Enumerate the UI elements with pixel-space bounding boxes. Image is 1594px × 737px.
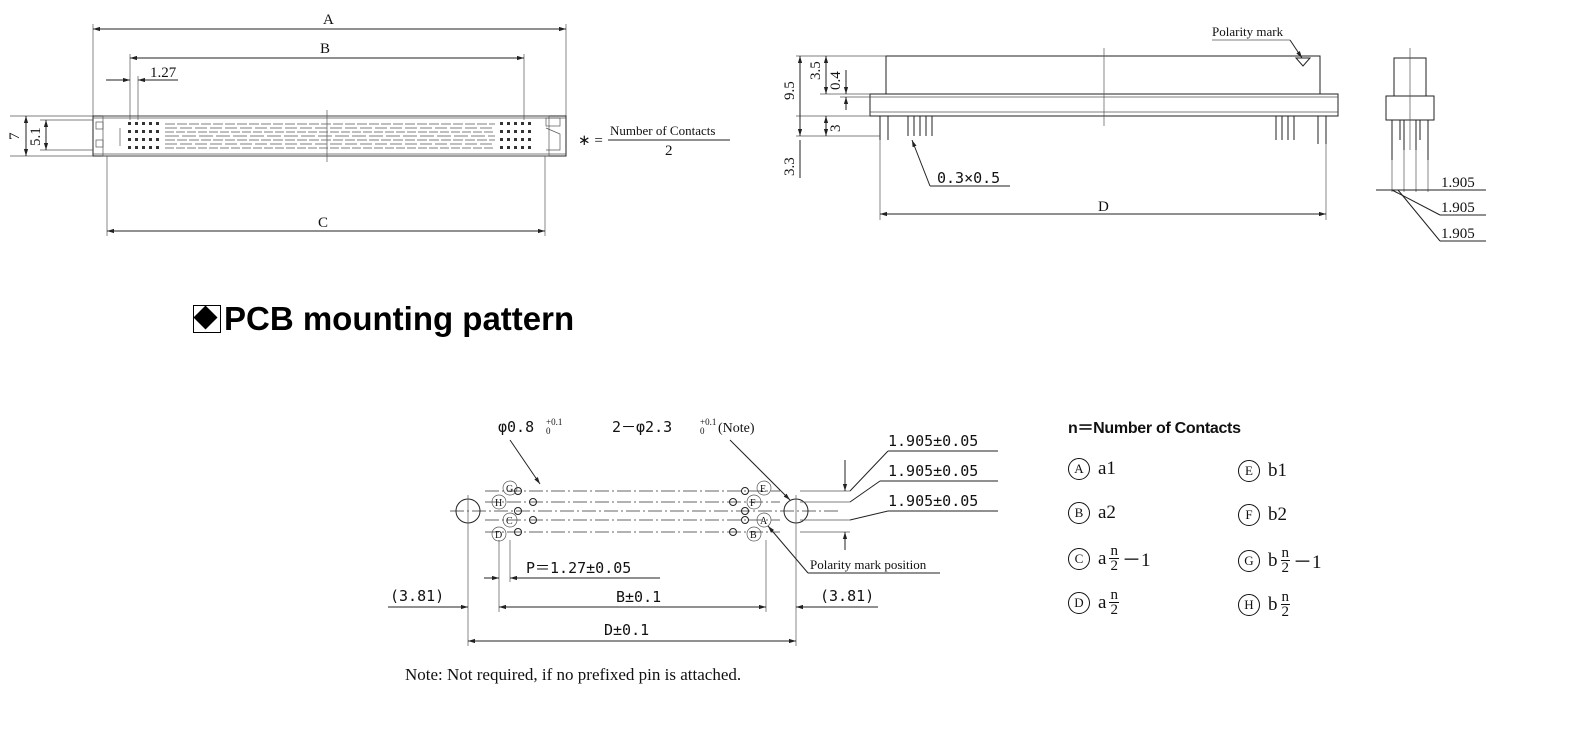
row-pitch-1: 1.905±0.05 [888,432,978,450]
fraction-numerator: n [1280,589,1290,605]
legend-prefix: a [1098,591,1107,613]
legend-key: G [1238,549,1260,572]
footnote: Note: Not required, if no prefixed pin i… [405,665,742,684]
pitch-p: P＝1.27±0.05 [526,559,631,577]
contacts-denominator: 2 [665,143,673,159]
dim-3-5: 3.5 [808,61,824,80]
fraction-denominator: 2 [1281,604,1290,620]
dim-b: B [320,41,330,57]
legend-item-g: G b n 2 －1 [1238,545,1322,576]
legend-fraction: n 2 [1109,543,1119,574]
legend-item-c: C a n 2 －1 [1068,543,1151,574]
legend-item-h: H b n 2 [1238,589,1293,620]
legend-key: H [1238,593,1260,616]
legend-text: b1 [1268,460,1287,481]
legend: n＝Number of Contacts A a1 B a2 C a n 2 －… [1068,410,1488,640]
legend-text: b2 [1268,504,1287,525]
legend-item-a: A a1 [1068,458,1116,480]
svg-text:0: 0 [546,426,551,436]
pcb-letter-d: D [495,530,502,541]
dim-9-5: 9.5 [782,81,798,100]
legend-item-d: D a n 2 [1068,587,1122,618]
svg-text:+0.1: +0.1 [546,417,562,427]
dim-height-7: 7 [7,132,23,140]
legend-suffix: －1 [1293,552,1322,573]
legend-item-e: E b1 [1238,460,1287,482]
legend-key: D [1068,591,1090,614]
left-offset: (3.81) [390,587,444,605]
polarity-mark-position: Polarity mark position [810,557,927,572]
end-pitch-2: 1.905 [1441,200,1475,216]
side-view: Polarity mark 9.5 [782,24,1339,220]
pcb-letter-f: F [750,498,756,509]
legend-key: B [1068,502,1090,524]
dim-0-4: 0.4 [828,71,844,90]
legend-fraction: n 2 [1109,587,1119,618]
n-definition: n＝Number of Contacts [1068,420,1241,437]
row-pitch-3: 1.905±0.05 [888,492,978,510]
dim-3-3: 3.3 [782,157,798,176]
dim-pitch: 1.27 [150,65,177,81]
polarity-mark-label: Polarity mark [1212,24,1284,39]
pcb-pattern: G H C D E F A B φ0.8 +0.1 0 2－φ2.3 +0.1 … [388,417,998,646]
legend-prefix: b [1268,593,1278,615]
legend-prefix: b [1268,549,1278,571]
end-view: 1.905 1.905 1.905 [1376,48,1486,242]
pcb-letter-e: E [760,484,766,495]
legend-item-f: F b2 [1238,504,1287,526]
diamond-icon [193,305,221,333]
fraction-denominator: 2 [1281,560,1290,576]
top-view: A B 1.27 [7,12,730,236]
legend-fraction: n 2 [1280,545,1290,576]
legend-prefix: a [1098,547,1107,569]
dim-b-tol: B±0.1 [616,588,661,606]
dim-a: A [323,12,334,28]
section-title: PCB mounting pattern [193,300,574,338]
pcb-letter-b: B [750,530,757,541]
end-pitch-1: 1.905 [1441,175,1475,191]
section-title-text: PCB mounting pattern [224,300,575,337]
legend-fraction: n 2 [1280,589,1290,620]
fraction-numerator: n [1280,545,1290,561]
row-pitch-2: 1.905±0.05 [888,462,978,480]
legend-suffix: －1 [1121,550,1151,571]
pcb-letter-g: G [506,484,513,495]
fraction-denominator: 2 [1110,602,1118,618]
right-offset: (3.81) [820,587,874,605]
pcb-letter-c: C [506,516,513,527]
fraction-numerator: n [1109,543,1119,559]
pin-size: 0.3×0.5 [937,169,1000,187]
legend-text: a2 [1098,502,1116,523]
fraction-denominator: 2 [1110,558,1118,574]
contacts-mark: ∗ = [578,133,603,149]
dim-3: 3 [828,125,844,133]
svg-text:0: 0 [700,426,705,436]
legend-text: a1 [1098,458,1116,479]
dim-d-tol: D±0.1 [604,621,649,639]
contacts-numerator: Number of Contacts [610,123,715,138]
legend-item-b: B a2 [1068,502,1116,524]
dim-height-5-1: 5.1 [28,127,44,146]
legend-key: C [1068,547,1090,570]
hole-big-label: 2－φ2.3 [612,418,672,436]
pcb-letter-h: H [495,498,502,509]
hole-big-note: (Note) [718,421,755,436]
pcb-letter-a: A [760,516,768,527]
dim-d: D [1098,199,1109,215]
legend-key: F [1238,504,1260,526]
dim-c: C [318,215,328,231]
hole-small-label: φ0.8 [498,418,534,436]
fraction-numerator: n [1109,587,1119,603]
end-pitch-3: 1.905 [1441,226,1475,242]
svg-text:+0.1: +0.1 [700,417,716,427]
legend-key: E [1238,460,1260,482]
legend-key: A [1068,458,1090,480]
